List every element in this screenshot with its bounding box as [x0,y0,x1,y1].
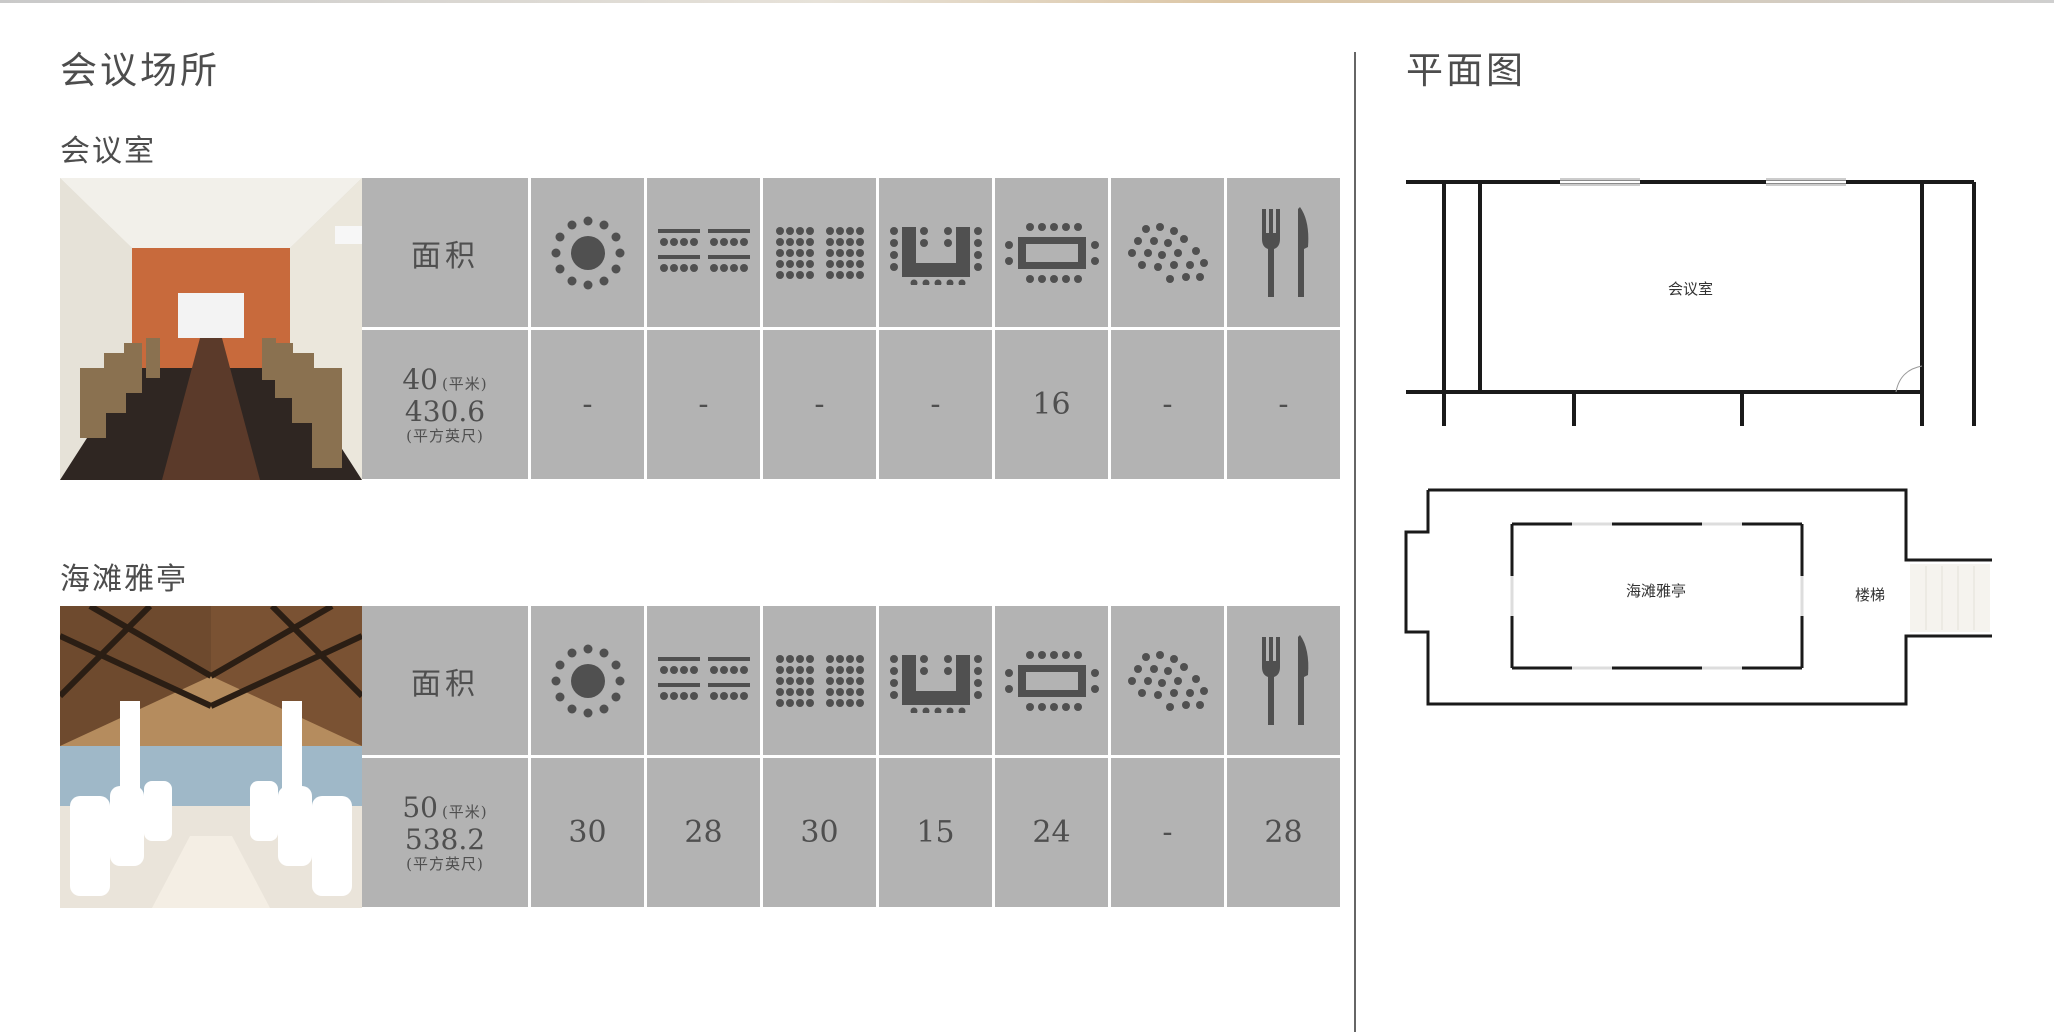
dining-icon [1227,178,1340,327]
capacity-u-shape: 15 [879,758,992,907]
capacity-theatre: - [763,330,876,479]
area-sqft: 538.2 [404,822,486,856]
room-title-beach-pavilion: 海滩雅亭 [60,562,188,597]
dining-icon [1227,606,1340,755]
page-title: 会议场所 [60,49,220,92]
classroom-icon [647,178,760,327]
u-shape-icon [879,178,992,327]
area-value-cell: 40 (平米) 430.6 (平方英尺) [362,330,528,479]
sqft-unit: (平方英尺) [406,427,484,446]
area-header: 面积 [362,606,528,755]
floorplan-label-beach-pavilion: 海滩雅亭 [1626,582,1687,600]
sqm-unit: (平米) [441,802,488,821]
theatre-icon [763,606,876,755]
beach-pavilion-photo [60,606,362,908]
floorplan-label-meeting-room: 会议室 [1668,280,1714,298]
capacity-table-beach-pavilion: 面积 [362,606,1340,908]
area-sqm: 50 [402,790,438,824]
capacity-dining: 28 [1227,758,1340,907]
capacity-theatre: 30 [763,758,876,907]
area-value-cell: 50 (平米) 538.2 (平方英尺) [362,758,528,907]
capacity-dining: - [1227,330,1340,479]
area-sqft: 430.6 [404,394,486,428]
classroom-icon [647,606,760,755]
boardroom-icon [995,606,1108,755]
capacity-cocktail: - [1111,330,1224,479]
banquet-round-icon [531,178,644,327]
area-sqm: 40 [402,362,438,396]
capacity-boardroom: 24 [995,758,1108,907]
area-header: 面积 [362,178,528,327]
floorplan-title: 平面图 [1406,49,1526,92]
theatre-icon [763,178,876,327]
top-border [0,0,2054,3]
room-title-meeting-room: 会议室 [60,134,156,169]
capacity-boardroom: 16 [995,330,1108,479]
capacity-cocktail: - [1111,758,1224,907]
boardroom-icon [995,178,1108,327]
meeting-room-photo [60,178,362,480]
column-divider [1354,52,1356,1032]
capacity-classroom: - [647,330,760,479]
cocktail-icon [1111,606,1224,755]
floorplan-label-stairs: 楼梯 [1855,586,1886,604]
capacity-u-shape: - [879,330,992,479]
capacity-banquet: - [531,330,644,479]
sqft-unit: (平方英尺) [406,855,484,874]
banquet-round-icon [531,606,644,755]
cocktail-icon [1111,178,1224,327]
sqm-unit: (平米) [441,374,488,393]
capacity-table-meeting-room: 面积 [362,178,1340,480]
u-shape-icon [879,606,992,755]
capacity-classroom: 28 [647,758,760,907]
capacity-banquet: 30 [531,758,644,907]
